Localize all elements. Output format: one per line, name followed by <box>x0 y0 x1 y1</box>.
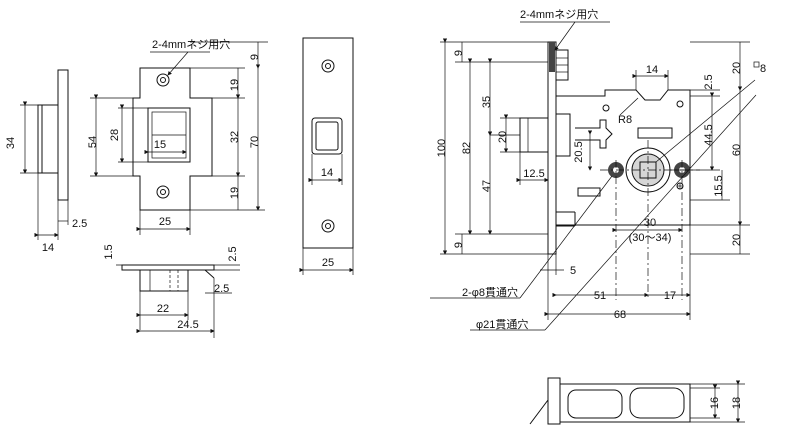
dim-2-5-lock: 2.5 <box>703 74 715 89</box>
dim-9-lock-bottom: 9 <box>453 242 465 248</box>
lock-bottom-view: 16 18 <box>529 377 745 425</box>
strike-plate-view: 2-4mmネジ用穴 54 28 15 32 19 19 25 9 <box>87 37 268 235</box>
dim-22: 22 <box>157 303 169 315</box>
dim-19-bottom: 19 <box>229 187 241 199</box>
dim-100: 100 <box>436 139 448 157</box>
dim-12-5: 12.5 <box>523 168 544 180</box>
dim-32: 32 <box>229 131 241 143</box>
dim-2-5-side-right: 2.5 <box>214 283 229 295</box>
dim-5: 5 <box>570 265 576 277</box>
dim-9-lock-top: 9 <box>453 50 465 56</box>
dim-25-faceplate: 25 <box>322 257 334 269</box>
dim-20-lock-top: 20 <box>731 62 743 74</box>
dim-60: 60 <box>731 144 743 156</box>
dim-20-5: 20.5 <box>573 141 585 162</box>
dim-20-latch: 20 <box>497 131 509 143</box>
strike-box-side-view: 1.5 2.5 2.5 22 24.5 <box>103 244 240 338</box>
dim-15-5: 15.5 <box>713 175 725 196</box>
dim-25-strike: 25 <box>159 216 171 228</box>
dim-51: 51 <box>594 290 606 302</box>
dim-15: 15 <box>154 139 166 151</box>
hole-note-large: φ21貫通穴 <box>476 317 528 331</box>
dim-68: 68 <box>614 309 626 321</box>
dim-82: 82 <box>461 142 473 154</box>
dim-44-5: 44.5 <box>703 124 715 145</box>
strike-front-view: 34 14 2.5 <box>5 69 87 254</box>
dim-54: 54 <box>87 136 99 148</box>
dim-24-5: 24.5 <box>177 319 198 331</box>
dim-14-lock: 14 <box>646 64 658 76</box>
dim-19-top: 19 <box>229 79 241 91</box>
dim-28: 28 <box>109 129 121 141</box>
dim-16: 16 <box>709 397 721 409</box>
dim-9-strike: 9 <box>249 54 261 60</box>
dim-30: 30 <box>644 217 656 229</box>
dim-17: 17 <box>664 290 676 302</box>
dim-20-lock-bottom: 20 <box>731 234 743 246</box>
dim-2-5: 2.5 <box>72 218 87 230</box>
strike-screw-note: 2-4mmネジ用穴 <box>152 37 230 51</box>
dim-14-faceplate: 14 <box>321 167 333 179</box>
lock-screw-note: 2-4mmネジ用穴 <box>520 7 598 21</box>
dim-1-5: 1.5 <box>103 244 115 259</box>
square-spindle-size: 8 <box>760 63 766 75</box>
dim-34: 34 <box>5 137 17 149</box>
dim-70: 70 <box>249 136 261 148</box>
dim-18: 18 <box>731 397 743 409</box>
faceplate-front-view: 14 25 <box>299 37 354 275</box>
dim-14: 14 <box>42 242 54 254</box>
dim-30-34: (30〜34) <box>629 232 672 244</box>
lock-body-view: 2-4mmネジ用穴 9 35 20 47 9 100 82 14 2.5 20 <box>430 7 766 331</box>
dim-35: 35 <box>481 96 493 108</box>
dim-47: 47 <box>481 180 493 192</box>
dim-2-5-side-top: 2.5 <box>227 246 239 261</box>
hole-note-small: 2-φ8貫通穴 <box>462 285 518 299</box>
dim-r8: R8 <box>618 114 632 126</box>
